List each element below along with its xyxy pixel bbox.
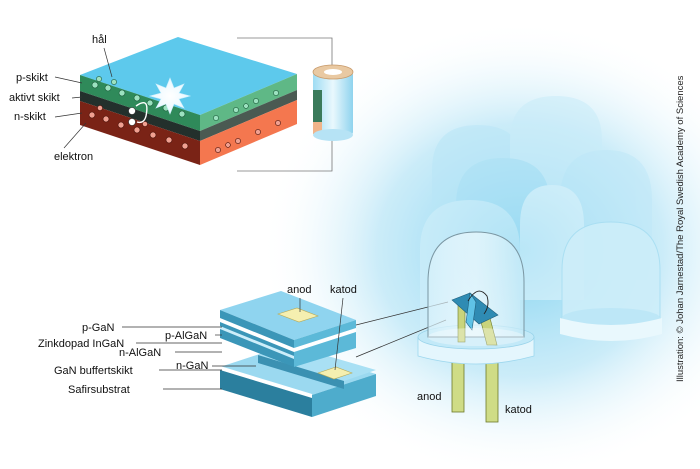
pn-junction-block	[54, 37, 297, 165]
n-layer-front	[80, 101, 200, 165]
label-p-algan: p-AlGaN	[165, 330, 207, 342]
label-zn-ingan: Zinkdopad InGaN	[38, 338, 124, 350]
label-chip-anode: anod	[287, 284, 311, 296]
cathode-contact	[317, 366, 353, 380]
anode-contact	[277, 307, 319, 323]
light-burst-icon	[148, 77, 192, 115]
label-electron: elektron	[54, 151, 93, 163]
label-chip-cathode: katod	[330, 284, 357, 296]
label-p-layer: p-skikt	[16, 72, 48, 84]
label-sapphire: Safirsubstrat	[68, 384, 130, 396]
credit-text: Illustration: © Johan Jarnestad/The Roya…	[675, 75, 686, 382]
label-n-gan: n-GaN	[176, 360, 208, 372]
label-gan-buffer: GaN buffertskikt	[54, 365, 133, 377]
active-layer-front	[80, 91, 200, 141]
label-led-anode: anod	[417, 391, 441, 403]
label-hole: hål	[92, 34, 107, 46]
label-active-layer: aktivt skikt	[9, 92, 60, 104]
holes	[91, 76, 279, 121]
background-led-right	[560, 221, 662, 341]
label-n-algan: n-AlGaN	[119, 347, 161, 359]
led-chip-stack	[122, 291, 449, 417]
led-bulb	[417, 231, 535, 423]
electrons	[88, 105, 281, 153]
battery-icon	[312, 64, 354, 141]
label-led-cathode: katod	[505, 404, 532, 416]
label-n-layer: n-skikt	[14, 111, 46, 123]
label-p-gan: p-GaN	[82, 322, 114, 334]
